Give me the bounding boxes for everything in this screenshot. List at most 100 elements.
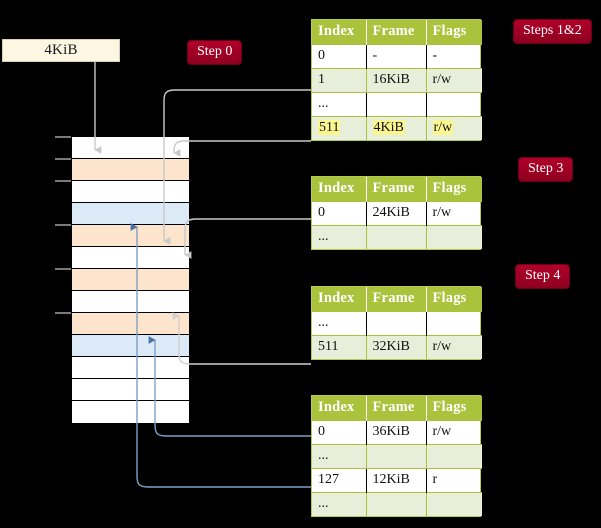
table-row: 0-- (312, 44, 482, 69)
table-row: ... (312, 92, 482, 117)
highlighted-value: 511 (318, 120, 341, 135)
table-cell-flags: r/w (426, 68, 482, 93)
table-cell-index: ... (312, 444, 367, 469)
step-badge-step-4-label: Step 4 (525, 268, 561, 283)
table-row: ... (312, 225, 482, 249)
table-row: ... (312, 444, 482, 469)
table-cell-index: 127 (312, 468, 367, 493)
table-cell-flags (426, 311, 482, 336)
memory-frame-row (72, 313, 189, 335)
memory-frame-row (72, 203, 189, 225)
memory-tick (55, 224, 71, 226)
table-cell-flags: r/w (426, 201, 482, 226)
column-header-index: Index (312, 287, 367, 312)
table-cell-frame (366, 311, 427, 336)
table-row: 511 4KiB r/w (312, 116, 482, 140)
memory-tick (55, 268, 71, 270)
table-cell-flags: r/w (426, 420, 482, 445)
table-cell-frame: - (366, 44, 427, 69)
wire-step4-pt2-entry511 (172, 312, 311, 365)
memory-tick (55, 158, 71, 160)
table-cell-frame: 24KiB (366, 201, 427, 226)
table-cell-index: ... (312, 311, 367, 336)
wire-step3-pt3-entry0 (184, 218, 311, 259)
memory-tick (55, 136, 71, 138)
table-cell-index: ... (312, 492, 367, 516)
table-cell-frame: 16KiB (366, 68, 427, 93)
table-row: ... (312, 492, 482, 516)
table-cell-frame (366, 92, 427, 117)
table-cell-flags: r/w (426, 335, 482, 359)
source-frame-label: 4KiB (44, 42, 78, 58)
memory-frame-row (72, 291, 189, 313)
table-cell-frame: 4KiB (366, 116, 427, 140)
table-cell-index: 511 (312, 335, 367, 359)
table-cell-flags (426, 225, 482, 249)
column-header-frame: Frame (366, 177, 427, 202)
table-cell-frame (366, 444, 427, 469)
table-cell-frame: 12KiB (366, 468, 427, 493)
table-cell-flags (426, 444, 482, 469)
column-header-frame: Frame (366, 287, 427, 312)
table-cell-frame (366, 225, 427, 249)
step-badge-steps-1-2-label: Steps 1&2 (523, 23, 582, 38)
memory-frame-row (72, 357, 189, 379)
memory-frame-row (72, 159, 189, 181)
table-cell-index: ... (312, 92, 367, 117)
table-cell-flags: r (426, 468, 482, 493)
table-cell-index: ... (312, 225, 367, 249)
table-cell-flags (426, 92, 482, 117)
table-cell-index: 0 (312, 201, 367, 226)
table-cell-frame: 36KiB (366, 420, 427, 445)
column-header-flags: Flags (426, 396, 482, 421)
column-header-flags: Flags (426, 177, 482, 202)
table-cell-index: 511 (312, 116, 367, 140)
column-header-index: Index (312, 396, 367, 421)
table-row: ... (312, 311, 482, 336)
column-header-frame: Frame (366, 20, 427, 45)
step-badge-step-0-label: Step 0 (197, 44, 233, 59)
column-header-flags: Flags (426, 287, 482, 312)
wire-step12-pt4-entry511 (173, 140, 311, 157)
memory-tick (55, 312, 71, 314)
table-cell-index: 0 (312, 44, 367, 69)
column-header-flags: Flags (426, 20, 482, 45)
table-cell-frame (366, 492, 427, 516)
memory-frame-row (72, 225, 189, 247)
highlighted-value: 4KiB (372, 120, 405, 135)
table-cell-flags: r/w (426, 116, 482, 140)
step-badge-step-4: Step 4 (516, 265, 570, 288)
column-header-index: Index (312, 20, 367, 45)
table-cell-index: 1 (312, 68, 367, 93)
step-badge-step-0: Step 0 (188, 41, 242, 64)
memory-frame-row (72, 335, 189, 357)
highlighted-value: r/w (432, 120, 454, 135)
source-frame-box: 4KiB (2, 39, 120, 62)
table-cell-flags (426, 492, 482, 516)
step-badge-step-3-label: Step 3 (528, 161, 564, 176)
memory-frame-row (72, 379, 189, 401)
table-cell-frame: 32KiB (366, 335, 427, 359)
memory-frame-row (72, 401, 189, 423)
step-badge-step-3: Step 3 (519, 158, 573, 181)
memory-frame-row (72, 137, 189, 159)
step-badge-steps-1-2: Steps 1&2 (514, 20, 591, 43)
memory-frame-row (72, 269, 189, 291)
memory-tick (55, 180, 71, 182)
memory-frame-row (72, 181, 189, 203)
physical-memory-column (71, 136, 190, 423)
